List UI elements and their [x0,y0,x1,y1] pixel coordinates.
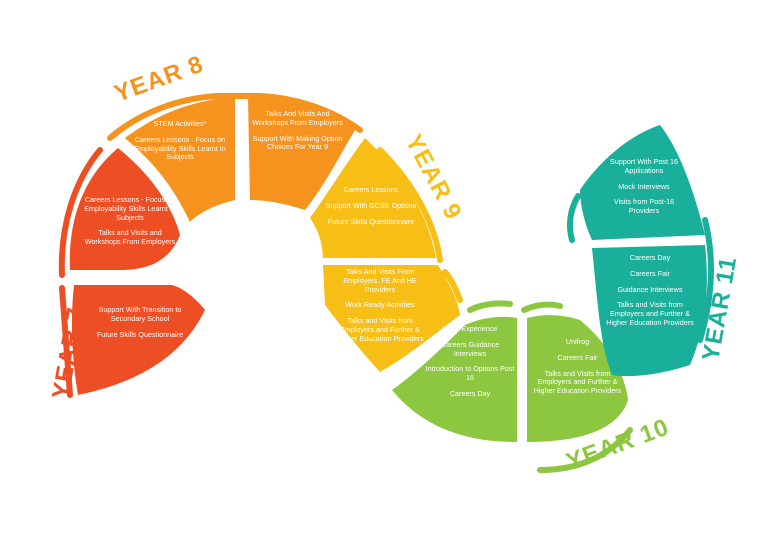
activity-item: Careers Day [629,253,671,262]
year11-segment-b [592,245,707,377]
activity-item: STEM Activities* [153,119,207,128]
activity-item: Support With GCSE Options [325,200,417,210]
activity-item: Mock Interviews [618,181,670,191]
year9-segment-a-text: Careers Lessons Support With GCSE Option… [312,185,430,226]
activity-item: Support With Making Option Choices For Y… [252,133,343,152]
activity-item: Talks and Visits from Employers and Furt… [336,316,424,343]
activity-item: Careers Fair [557,352,598,362]
year8-outer-arc [107,93,363,141]
activity-item: Future Skills Questionnaire [327,216,415,226]
year8-segment-a-text: STEM Activities* Careers Lessons - Focus… [130,119,230,162]
year7-segment-b [71,285,205,395]
activity-item: Work Experience [442,324,498,333]
activity-item: Support With Transition to Secondary Sch… [98,305,182,323]
year9-outer-arc [377,147,443,263]
activity-item: Talks And Visits From Employers, FE And … [343,267,417,294]
year7-segment-a [69,148,180,270]
year11-segment-a-text: Support With Post 16 Applications Mock I… [598,157,690,216]
activity-item: Careers Guidance Interviews [440,339,500,358]
activity-item: Guidance Interviews [617,284,683,294]
activity-item: Careers Day [449,388,491,398]
year11-inner-arc [567,193,581,243]
year8-segment-a [125,97,235,222]
year9-segment-b [323,265,460,372]
activity-item: Careers Fair [630,268,670,278]
year9-outer-arc-lower [442,269,463,303]
year10-segment-b-text: Unifrog Careers Fair Talks and Visits fr… [530,337,625,396]
year11-outer-arc [697,217,715,343]
activity-item: Future Skills Questionnaire [96,329,184,339]
year7-segment-b-text: Support With Transition to Secondary Sch… [90,305,190,339]
activity-item: Talks and Visits from Employers and Furt… [606,300,694,327]
year7-outer-arc-upper [58,147,103,278]
year9-segment-a [310,138,436,258]
activity-item: Talks and Visits from Employers and Furt… [533,368,622,396]
activity-item: Careers Lessons [343,185,399,194]
activity-item: Talks and Visits and Workshops From Empl… [84,228,176,247]
year7-segment-a-text: Careers Lessons - Focus on Employability… [80,195,180,247]
year10-inner-arc-right [521,301,563,313]
year7-outer-arc [59,285,73,398]
year10-segment-b [527,315,628,442]
activity-item: Work Ready Activities [345,300,415,310]
year8-segment-b-text: Talks And Visits And Workshops From Empl… [250,109,345,152]
activity-item: Careers Lessons - Focus on Employability… [84,195,176,222]
year11-segment-b-text: Careers Day Careers Fair Guidance Interv… [600,253,700,328]
year10-segment-a [392,316,517,442]
activity-item: Support With Post 16 Applications [610,157,678,175]
year10-segment-a-text: Work Experience Careers Guidance Intervi… [425,324,515,399]
activity-item: Unifrog [565,337,590,346]
activity-item: Talks And Visits And Workshops From Empl… [252,109,343,127]
year10-outer-arc [537,427,633,473]
year10-inner-arc-left [467,300,513,313]
year9-segment-b-text: Talks And Visits From Employers, FE And … [330,267,430,343]
year11-segment-a [580,125,705,240]
activity-item: Introduction to Options Post 16 [425,364,515,383]
activity-item: Careers Lessons - Focus on Employability… [134,134,226,162]
activity-item: Visits from Post-16 Providers [613,197,675,216]
year8-segment-b [248,97,355,210]
